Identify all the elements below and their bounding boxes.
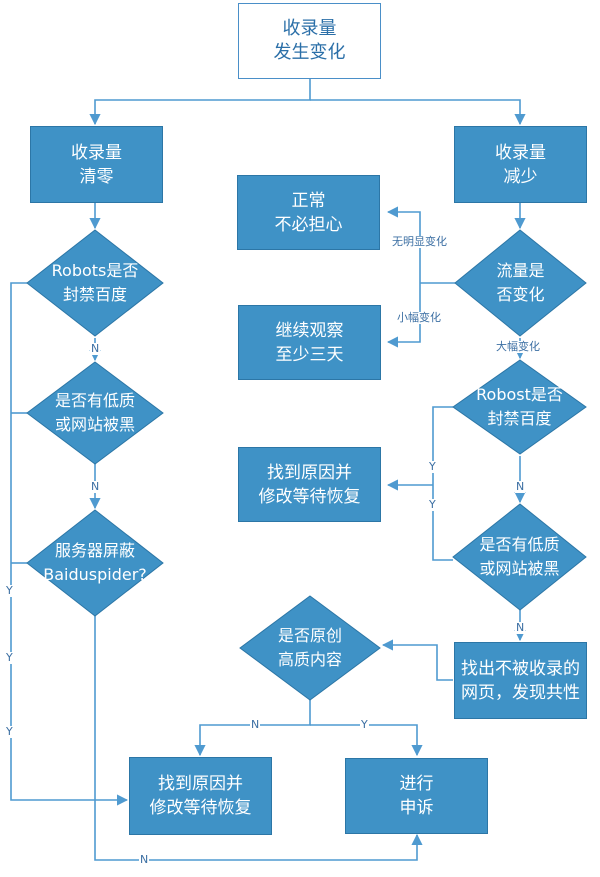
edge-label-n2: N <box>90 480 101 493</box>
edge-to-observe <box>386 283 421 348</box>
edge-label-y-l3: Y <box>5 725 14 738</box>
edge-label-no-obvious-change: 无明显变化 <box>391 235 448 248</box>
decision-original <box>239 595 381 701</box>
edge-left-rail-1 <box>10 282 129 806</box>
edge-label-n-r2: N <box>515 621 526 634</box>
edge-label-y-r1: Y <box>428 460 437 473</box>
edge-findpages-original <box>381 639 453 681</box>
node-cleared: 收录量 清零 <box>30 126 163 203</box>
edge-original-yes <box>310 724 423 757</box>
edge-label-y-l1: Y <box>5 584 14 597</box>
edge-start-split <box>89 78 311 126</box>
edge-server-appeal <box>94 610 423 861</box>
node-normal: 正常 不必担心 <box>237 175 380 250</box>
edge-to-normal <box>386 206 421 283</box>
edge-label-n-bottom: N <box>139 853 150 866</box>
edge-label-small-change: 小幅变化 <box>396 311 442 324</box>
node-observe: 继续观察 至少三天 <box>238 305 381 380</box>
decision-server-left <box>26 509 164 617</box>
edge-label-y-r2: Y <box>428 498 437 511</box>
edge-y-rail <box>432 406 453 561</box>
edge-label-n1: N <box>90 342 101 355</box>
decision-robots-left <box>26 229 164 337</box>
node-find-pages: 找出不被收录的 网页，发现共性 <box>454 642 587 719</box>
edge-label-n-r1: N <box>515 480 526 493</box>
edge-label-large-change: 大幅变化 <box>495 340 541 353</box>
decision-lowq-right <box>452 503 587 611</box>
node-fix-bottom: 找到原因并 修改等待恢复 <box>129 757 272 835</box>
decision-robost-right <box>452 359 587 455</box>
edge-label-n-orig: N <box>250 718 261 731</box>
node-start: 收录量 发生变化 <box>238 3 381 79</box>
node-fix-right: 找到原因并 修改等待恢复 <box>238 447 381 522</box>
edge-label-y-orig: Y <box>360 718 369 731</box>
node-decreased: 收录量 减少 <box>454 126 587 203</box>
edge-start-right <box>310 99 526 126</box>
edge-label-y-l2: Y <box>5 651 14 664</box>
decision-lowq-left <box>26 361 164 465</box>
node-appeal: 进行 申诉 <box>345 758 488 834</box>
decision-traffic <box>454 229 587 337</box>
